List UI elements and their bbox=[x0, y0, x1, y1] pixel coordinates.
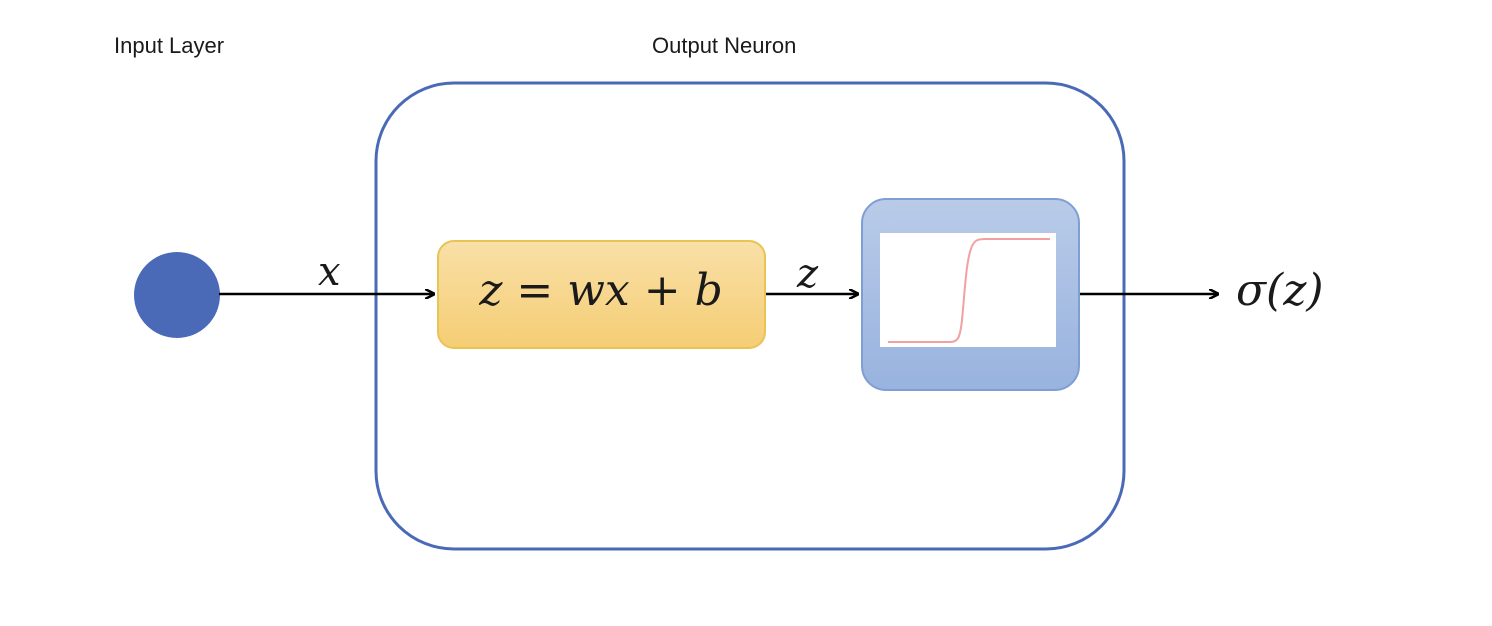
edge-label-z: z bbox=[796, 251, 819, 297]
output-neuron-box bbox=[374, 81, 1126, 551]
linear-formula: z = wx + b bbox=[478, 265, 723, 316]
output-neuron-label: Output Neuron bbox=[652, 33, 796, 58]
sigmoid-curve bbox=[888, 238, 1050, 343]
linear-node bbox=[437, 240, 766, 349]
input-layer-label: Input Layer bbox=[114, 33, 224, 58]
sigmoid-plot-area bbox=[880, 233, 1056, 347]
input-node bbox=[134, 252, 220, 338]
edge-label-x: x bbox=[318, 249, 341, 295]
output-label: σ(z) bbox=[1236, 265, 1324, 316]
